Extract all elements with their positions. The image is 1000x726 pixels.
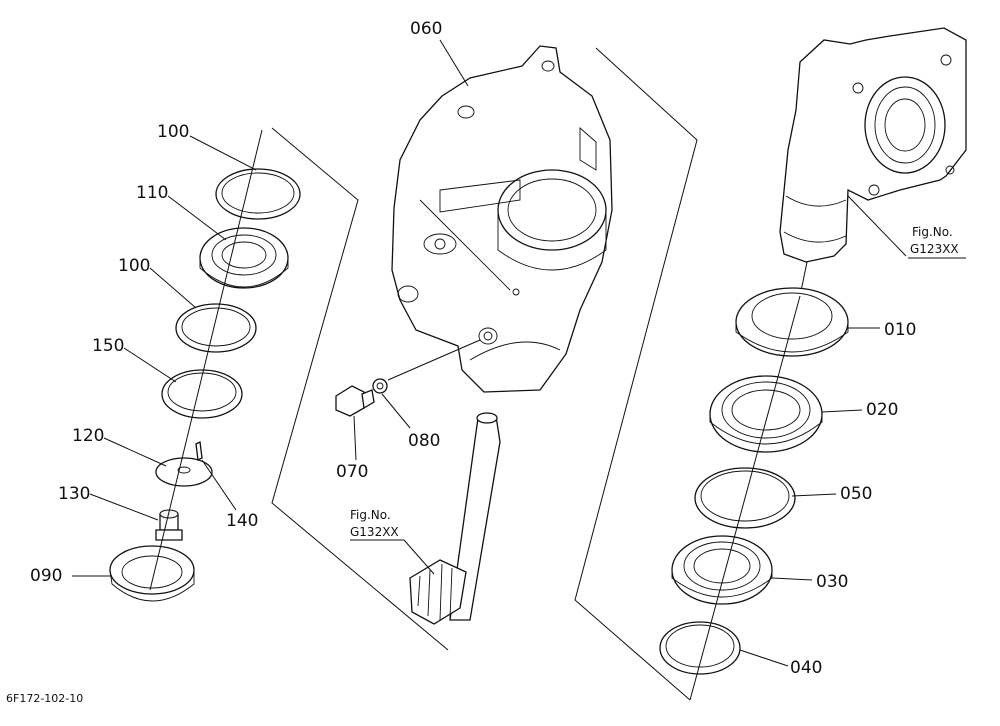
fig-ref-caption-right: Fig.No. — [912, 225, 953, 239]
label-090: 090 — [30, 566, 62, 586]
pinion-shaft — [409, 412, 501, 625]
label-120: 120 — [72, 426, 104, 446]
oil-seal-010 — [735, 287, 849, 357]
ball-bearing-030 — [671, 535, 773, 605]
left-axis-line — [149, 129, 263, 591]
ball-bearing-110 — [199, 227, 289, 289]
label-060: 060 — [410, 19, 442, 39]
label-150: 150 — [92, 336, 124, 356]
ball-bearing-020 — [709, 375, 823, 453]
label-010: 010 — [884, 320, 916, 340]
diagram-code: 6F172-102-10 — [6, 692, 83, 705]
washer-080 — [372, 378, 388, 394]
gear-housing — [391, 45, 613, 393]
label-130: 130 — [58, 484, 90, 504]
label-030: 030 — [816, 572, 848, 592]
fig-ref-number-right: G123XX — [910, 242, 959, 256]
pin-140 — [195, 441, 203, 461]
label-070: 070 — [336, 462, 368, 482]
snap-ring-040 — [659, 621, 741, 675]
label-020: 020 — [866, 400, 898, 420]
label-040: 040 — [790, 658, 822, 678]
fig-ref-number-center: G132XX — [350, 525, 399, 539]
steering-case-assembly — [779, 27, 967, 297]
label-050: 050 — [840, 484, 872, 504]
washer-120 — [155, 457, 213, 487]
label-100-lower: 100 — [118, 256, 150, 276]
left-group-outline — [271, 127, 449, 651]
bolt-130 — [155, 509, 183, 541]
plug-070 — [335, 385, 375, 417]
leader-lines — [72, 39, 966, 667]
label-100-upper: 100 — [157, 122, 189, 142]
o-ring-100-upper — [215, 168, 301, 220]
label-140: 140 — [226, 511, 258, 531]
center-group-outline — [574, 47, 698, 701]
right-axis-line — [689, 295, 801, 701]
label-080: 080 — [408, 431, 440, 451]
label-110: 110 — [136, 183, 168, 203]
o-ring-100-lower — [175, 303, 257, 353]
fig-ref-caption-center: Fig.No. — [350, 508, 391, 522]
snap-ring-150 — [161, 369, 243, 419]
cap-090 — [109, 545, 195, 602]
